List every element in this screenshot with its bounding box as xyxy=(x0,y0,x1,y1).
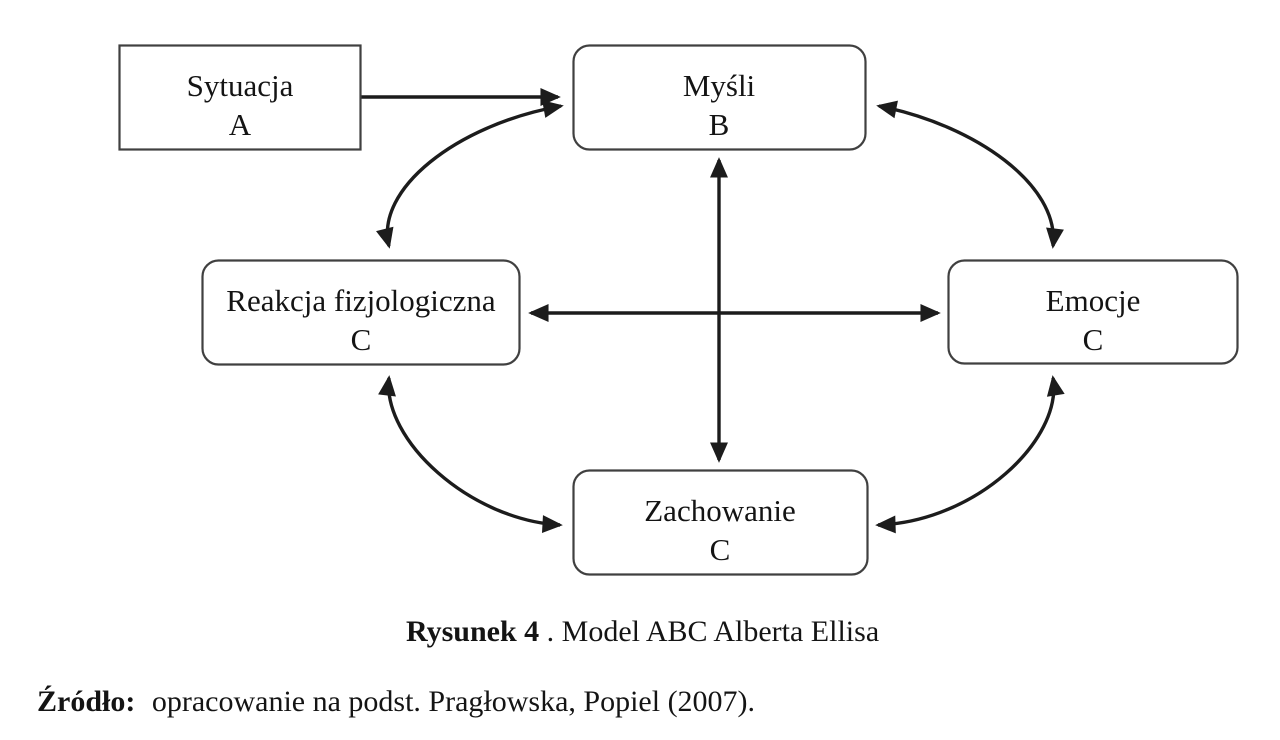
arrow-mysli-reakcja-curve xyxy=(376,100,564,249)
box-emocje-label: Emocje xyxy=(1046,283,1141,318)
box-reakcja-label: Reakcja fizjologiczna xyxy=(226,283,496,318)
figure-caption: Rysunek 4 . Model ABC Alberta Ellisa xyxy=(406,615,879,648)
figure-source: Źródło: opracowanie na podst. Pragłowska… xyxy=(37,685,755,718)
box-reakcja-letter: C xyxy=(351,322,372,357)
box-zachowanie-letter: C xyxy=(710,532,731,567)
box-sytuacja-letter: A xyxy=(229,107,252,142)
box-mysli-label: Myśli xyxy=(683,68,756,103)
figure-source-label: Źródło: xyxy=(37,685,135,718)
figure-caption-title: . Model ABC Alberta Ellisa xyxy=(547,615,879,648)
box-sytuacja-shape xyxy=(118,44,362,151)
box-zachowanie-shape xyxy=(572,469,869,576)
box-mysli-shape xyxy=(572,44,867,151)
box-zachowanie: Zachowanie C xyxy=(572,469,869,576)
box-mysli: Myśli B xyxy=(572,44,867,151)
box-zachowanie-label: Zachowanie xyxy=(644,493,795,528)
box-reakcja-shape xyxy=(201,259,521,366)
box-emocje: Emocje C xyxy=(947,259,1239,365)
box-mysli-letter: B xyxy=(709,107,730,142)
arrow-reakcja-zachowanie-curve xyxy=(378,375,563,533)
box-emocje-shape xyxy=(947,259,1239,365)
arrow-mysli-emocje-curve xyxy=(876,100,1064,249)
figure-caption-number: Rysunek 4 xyxy=(406,615,539,648)
box-emocje-letter: C xyxy=(1083,322,1104,357)
arrow-emocje-zachowanie-curve xyxy=(875,375,1065,534)
box-sytuacja-label: Sytuacja xyxy=(187,68,294,103)
box-sytuacja: Sytuacja A xyxy=(118,44,362,151)
figure-source-text: opracowanie na podst. Pragłowska, Popiel… xyxy=(152,685,755,718)
box-reakcja: Reakcja fizjologiczna C xyxy=(201,259,521,366)
